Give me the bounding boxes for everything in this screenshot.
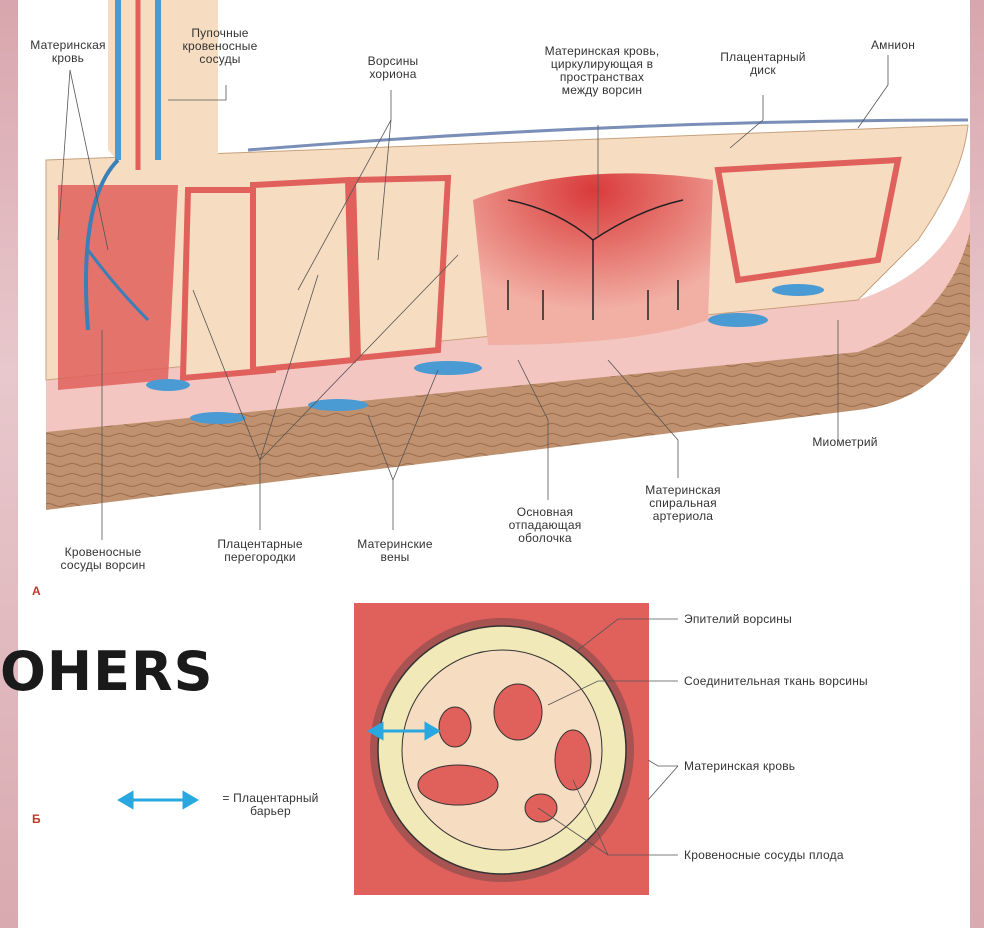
intervillous-space <box>473 173 713 345</box>
label-spiral-arteriole: Материнская спиральная артериола <box>628 484 738 523</box>
label-chorionic-villi: Ворсины хориона <box>358 55 428 81</box>
label-umbilical-vessels: Пупочные кровеносные сосуды <box>170 27 270 66</box>
legend-barrier-arrow <box>120 793 196 807</box>
label-fetal-vessels: Кровеносные сосуды плода <box>684 849 844 862</box>
placenta-figure: Материнская кровь Пупочные кровеносные с… <box>18 0 970 928</box>
label-maternal-veins: Материнские вены <box>345 538 445 564</box>
label-decidua-basalis: Основная отпадающая оболочка <box>495 506 595 545</box>
label-intervillous-blood: Материнская кровь, циркулирующая в прост… <box>532 45 672 97</box>
panel-b-tag: Б <box>32 812 41 826</box>
label-maternal-blood: Материнская кровь <box>18 39 118 65</box>
label-connective-tissue: Соединительная ткань ворсины <box>684 675 868 688</box>
label-placental-septa: Плацентарные перегородки <box>200 538 320 564</box>
label-amnion: Амнион <box>863 39 923 52</box>
slide-title-fragment: OHERS <box>0 640 213 703</box>
label-maternal-blood-b: Материнская кровь <box>684 760 795 773</box>
legend-placental-barrier: = Плацентарный барьер <box>198 792 343 818</box>
slide-background-right <box>970 0 984 928</box>
slide-background-left <box>0 0 18 928</box>
label-villus-epithelium: Эпителий ворсины <box>684 613 792 626</box>
label-myometrium: Миометрий <box>805 436 885 449</box>
panel-a-tag: А <box>32 584 41 598</box>
villus-cross-section <box>354 603 649 895</box>
label-villus-vessels: Кровеносные сосуды ворсин <box>48 546 158 572</box>
placenta-illustration <box>18 0 970 928</box>
label-placental-disc: Плацентарный диск <box>718 51 808 77</box>
